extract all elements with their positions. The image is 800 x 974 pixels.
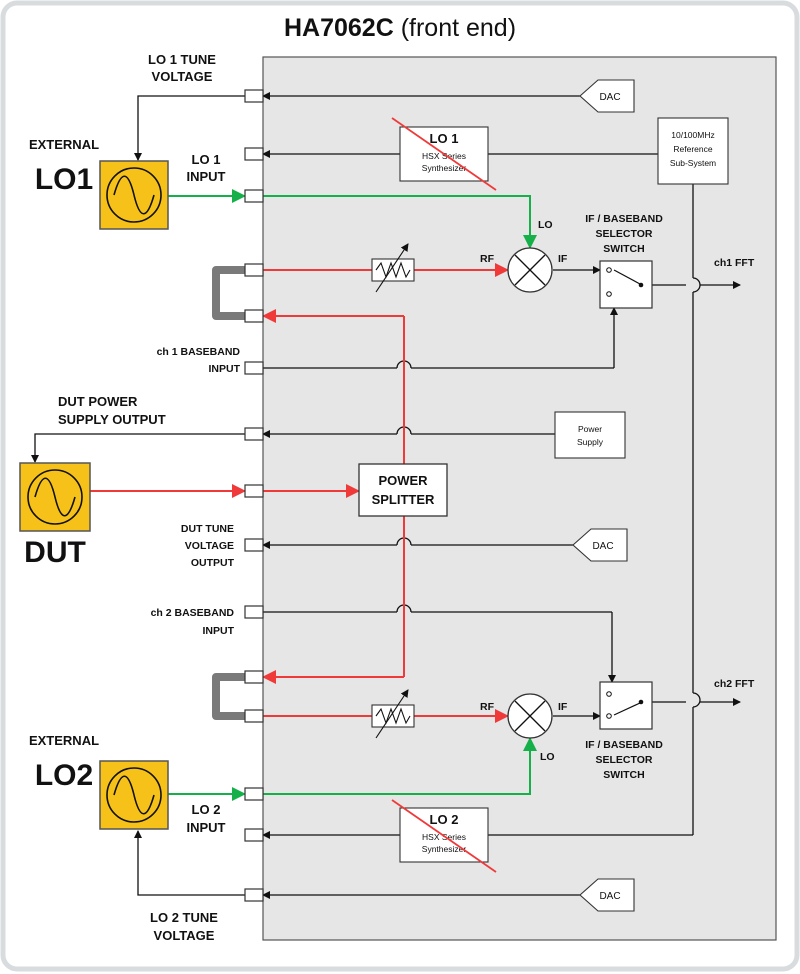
ports — [244, 89, 264, 902]
mixer-ch1 — [507, 247, 553, 293]
port-lo2-input[interactable] — [244, 787, 264, 801]
selector-switch-ch2 — [599, 681, 653, 730]
dut-power-label: DUT POWER — [58, 394, 138, 409]
port-ch1-baseband[interactable] — [244, 361, 264, 375]
selector-switch-ch1 — [599, 260, 653, 309]
lo1-source — [99, 160, 169, 230]
svg-text:HSX Series: HSX Series — [422, 151, 466, 161]
selector1-label: IF / BASEBAND — [585, 213, 663, 225]
svg-text:Reference: Reference — [673, 144, 712, 154]
lo1-synthesizer-block: LO 1 HSX Series Synthesizer — [391, 117, 497, 191]
ch2-baseband-label: ch 2 BASEBAND — [151, 607, 235, 619]
loopback-cable-ch1 — [212, 266, 245, 320]
lo1-external-label: EXTERNAL — [29, 137, 99, 152]
dut-tune-label: VOLTAGE — [185, 540, 234, 552]
svg-text:POWER: POWER — [378, 473, 428, 488]
ch1-fft-output-label: ch1 FFT — [714, 257, 755, 269]
dut-tune-label: DUT TUNE — [181, 523, 234, 535]
dut-power-label: SUPPLY OUTPUT — [58, 412, 166, 427]
port-dut-rf[interactable] — [244, 484, 264, 498]
crossed-out-mark — [391, 117, 497, 191]
mixer1-if-label: IF — [558, 253, 568, 265]
lo1-tune-label: LO 1 TUNE — [148, 52, 216, 67]
lo2-source — [99, 760, 169, 830]
dac-block-middle: DAC — [572, 528, 628, 562]
dut-name: DUT — [24, 536, 86, 569]
port-lo1-synth[interactable] — [244, 147, 264, 161]
ch1-baseband-label: INPUT — [209, 363, 241, 375]
port-dut-power[interactable] — [244, 427, 264, 441]
mixer2-rf-label: RF — [480, 701, 495, 713]
loopback-cable-ch2 — [212, 673, 245, 720]
lo1-name: LO1 — [35, 163, 93, 196]
dut-source — [19, 462, 91, 532]
selector2-label: SELECTOR — [596, 754, 653, 766]
rf-lines — [90, 263, 509, 723]
ch1-baseband-label: ch 1 BASEBAND — [157, 346, 241, 358]
lo2-tune-label: VOLTAGE — [154, 928, 215, 943]
port-rf2-in[interactable] — [244, 670, 264, 684]
svg-text:10/100MHz: 10/100MHz — [671, 130, 714, 140]
control-lines — [31, 92, 741, 899]
mixer1-lo-label: LO — [538, 219, 553, 231]
lo2-external-label: EXTERNAL — [29, 733, 99, 748]
svg-text:DAC: DAC — [599, 92, 620, 103]
port-lo1-input[interactable] — [244, 189, 264, 203]
port-lo2-synth[interactable] — [244, 828, 264, 842]
mixer1-rf-label: RF — [480, 253, 495, 265]
port-ch2-baseband[interactable] — [244, 605, 264, 619]
mixer-ch2 — [507, 693, 553, 739]
svg-text:LO 2: LO 2 — [430, 812, 459, 827]
ch2-fft-output-label: ch2 FFT — [714, 678, 755, 690]
power-supply-block: Power Supply — [554, 411, 626, 459]
svg-text:Synthesizer: Synthesizer — [422, 844, 467, 854]
attenuator-ch1 — [371, 243, 415, 293]
dac-block-bottom: DAC — [579, 878, 635, 912]
selector1-label: SWITCH — [603, 243, 644, 255]
lo1-tune-label: VOLTAGE — [152, 69, 213, 84]
diagram-title: HA7062C (front end) — [284, 14, 516, 42]
svg-text:Synthesizer: Synthesizer — [422, 163, 467, 173]
port-rf1-out[interactable] — [244, 263, 264, 277]
power-splitter-block: POWER SPLITTER — [358, 463, 448, 517]
svg-text:LO 1: LO 1 — [430, 131, 459, 146]
lo2-synthesizer-block: LO 2 HSX Series Synthesizer — [391, 799, 497, 873]
ch2-baseband-label: INPUT — [203, 625, 235, 637]
dut-tune-label: OUTPUT — [191, 557, 235, 569]
svg-text:Power: Power — [578, 424, 602, 434]
selector2-label: IF / BASEBAND — [585, 739, 663, 751]
lo2-tune-label: LO 2 TUNE — [150, 910, 218, 925]
svg-text:Sub-System: Sub-System — [670, 158, 716, 168]
svg-text:SPLITTER: SPLITTER — [372, 492, 435, 507]
port-rf2-out[interactable] — [244, 709, 264, 723]
port-lo1-tune[interactable] — [244, 89, 264, 103]
selector2-label: SWITCH — [603, 769, 644, 781]
lo1-input-label: INPUT — [187, 169, 226, 184]
lo-lines — [168, 189, 537, 801]
svg-text:Supply: Supply — [577, 437, 604, 447]
lo1-input-label: LO 1 — [192, 152, 221, 167]
attenuator-ch2 — [371, 689, 415, 739]
reference-subsystem-block: 10/100MHz Reference Sub-System — [657, 117, 729, 185]
svg-text:DAC: DAC — [592, 541, 613, 552]
mixer2-lo-label: LO — [540, 751, 555, 763]
port-dut-tune[interactable] — [244, 538, 264, 552]
front-end-panel — [262, 56, 777, 941]
lo2-input-label: LO 2 — [192, 802, 221, 817]
lo2-input-label: INPUT — [187, 820, 226, 835]
mixer2-if-label: IF — [558, 701, 568, 713]
port-lo2-tune[interactable] — [244, 888, 264, 902]
selector1-label: SELECTOR — [596, 228, 653, 240]
crossed-out-mark — [391, 799, 497, 873]
dac-block-top: DAC — [579, 79, 635, 113]
svg-text:DAC: DAC — [599, 891, 620, 902]
port-rf1-in[interactable] — [244, 309, 264, 323]
lo2-name: LO2 — [35, 759, 93, 792]
